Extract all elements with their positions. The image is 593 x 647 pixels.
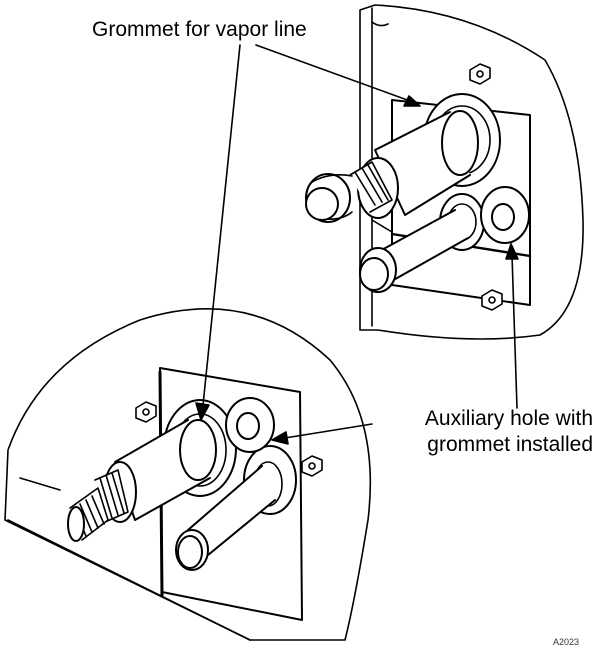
auxiliary-label-line1: Auxiliary hole with: [424, 407, 593, 430]
upper-screw-top: [469, 63, 491, 85]
leader-vapor-upper: [255, 44, 411, 102]
lower-vapor-line: [67, 419, 217, 542]
arrowhead-aux-lower: [271, 431, 289, 445]
leader-aux-lower: [284, 423, 373, 439]
leader-lines: [195, 44, 519, 445]
upper-auxiliary-grommet: [480, 186, 530, 244]
lower-panel: [4, 308, 372, 641]
figure-code: A2023: [553, 637, 580, 647]
vapor-grommet-label: Grommet for vapor line: [92, 18, 307, 41]
lower-screw-left: [135, 401, 157, 423]
leader-vapor-lower: [202, 44, 241, 406]
lower-auxiliary-grommet: [225, 397, 275, 453]
upper-panel: [305, 4, 584, 340]
upper-screw-bottom: [481, 289, 503, 311]
upper-vapor-line: [305, 110, 479, 223]
lower-screw-right: [301, 455, 323, 477]
auxiliary-label-line2: grommet installed: [427, 433, 593, 456]
upper-liquid-line: [359, 193, 485, 293]
arrowhead-vapor-upper: [403, 95, 421, 107]
auxiliary-grommet-label: Auxiliary hole with grommet installed: [398, 406, 593, 458]
leader-aux-upper: [511, 254, 518, 409]
arrowhead-vapor-lower: [195, 402, 210, 421]
lower-liquid-line: [175, 445, 297, 571]
arrowhead-aux-upper: [505, 243, 519, 260]
